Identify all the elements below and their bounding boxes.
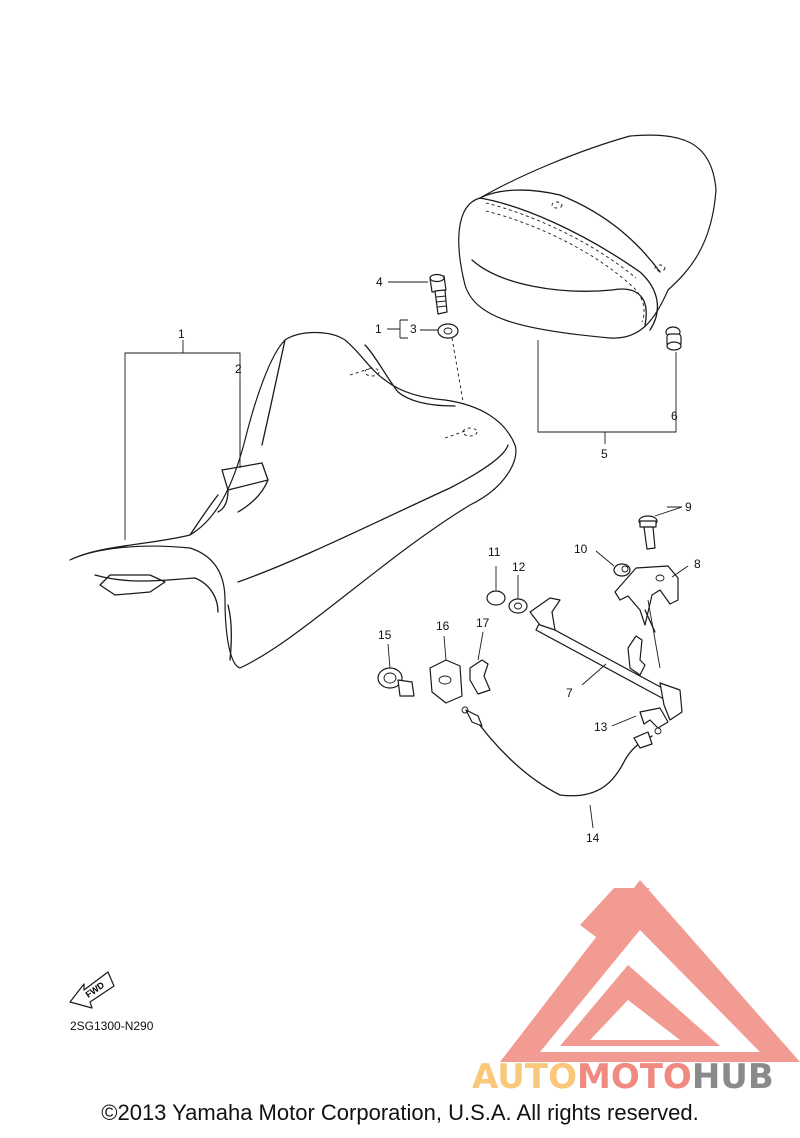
part-7-shaft xyxy=(529,597,683,721)
callout-7: 7 xyxy=(566,686,573,700)
watermark-text-hub: HUB xyxy=(692,1057,774,1097)
part-16-plate xyxy=(429,659,463,704)
watermark-text-auto: AUTO xyxy=(472,1057,577,1097)
part-13-clip xyxy=(639,707,669,729)
rear-seat xyxy=(458,134,717,339)
watermark-text-moto: MOTO xyxy=(577,1057,692,1097)
part-6-damper xyxy=(665,326,682,351)
part-15-lock xyxy=(377,667,415,697)
diagram-part-code: 2SG1300-N290 xyxy=(70,1019,154,1033)
callout-16: 16 xyxy=(436,619,450,633)
callout-3: 3 xyxy=(410,322,417,336)
watermark-logo xyxy=(500,880,800,1062)
part-9-bolt xyxy=(638,515,658,550)
part-11-damper xyxy=(486,590,506,606)
part-17-clip xyxy=(469,659,491,695)
callout-10: 10 xyxy=(574,542,588,556)
callout-13: 13 xyxy=(594,720,608,734)
callout-1-front-seat: 1 xyxy=(178,327,185,341)
callout-4: 4 xyxy=(376,275,383,289)
part-3-grommet xyxy=(437,323,459,339)
front-seat xyxy=(69,331,517,669)
callout-2: 2 xyxy=(235,362,242,376)
leader-lines xyxy=(124,281,689,829)
part-14-cable xyxy=(461,706,662,797)
watermark-text: AUTOMOTOHUB xyxy=(472,1057,774,1097)
part-12-collar xyxy=(508,598,528,614)
callout-5: 5 xyxy=(601,447,608,461)
callout-14: 14 xyxy=(586,831,600,845)
copyright-notice: ©2013 Yamaha Motor Corporation, U.S.A. A… xyxy=(101,1100,699,1125)
callout-15: 15 xyxy=(378,628,392,642)
fwd-arrow-icon: FWD xyxy=(69,971,115,1009)
callout-11: 11 xyxy=(488,545,501,559)
callout-1-grommet-group: 1 xyxy=(375,322,382,336)
callout-17: 17 xyxy=(476,616,490,630)
part-4-bolt xyxy=(429,273,448,315)
callout-6: 6 xyxy=(671,409,678,423)
callout-9: 9 xyxy=(685,500,692,514)
callouts: 1 2 1 3 4 5 6 7 8 9 10 11 12 13 14 15 16… xyxy=(178,275,701,845)
callout-12: 12 xyxy=(512,560,526,574)
callout-8: 8 xyxy=(694,557,701,571)
part-10-collar xyxy=(613,563,631,577)
